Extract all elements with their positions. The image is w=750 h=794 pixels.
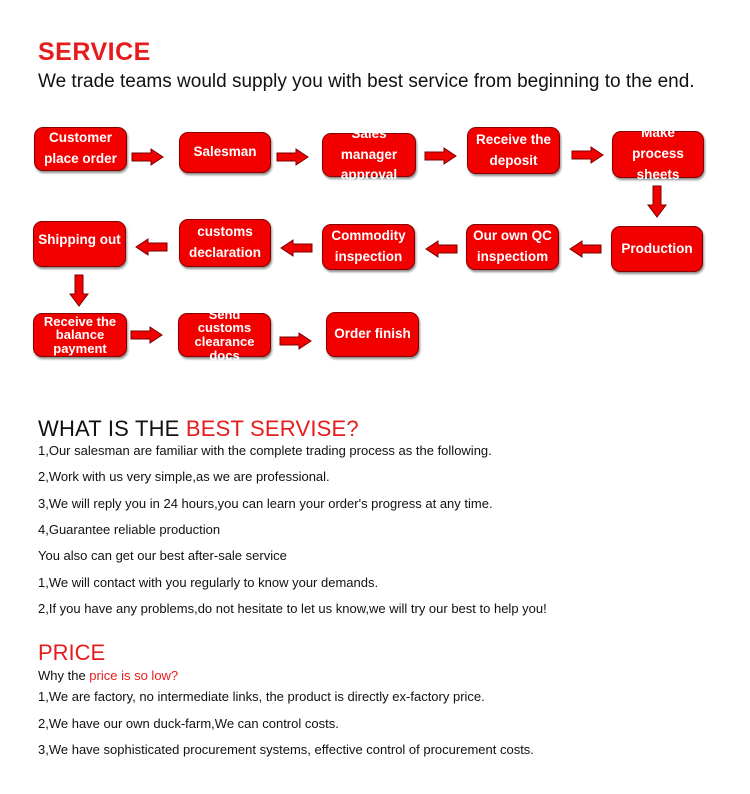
- arrow-left-icon: [569, 240, 602, 258]
- step-order-finish: Order finish: [326, 312, 419, 357]
- step-sales-manager-approval: Sales manager approval: [322, 126, 416, 182]
- arrow-right-icon: [424, 147, 457, 165]
- price-why-prefix: Why the: [38, 668, 90, 683]
- arrow-right-icon: [279, 332, 312, 350]
- arrow-left-icon: [280, 239, 313, 257]
- step-commodity-inspection: Commodity inspection: [322, 224, 415, 270]
- best-line-7: 2,If you have any problems,do not hesita…: [38, 601, 547, 616]
- service-subtitle: We trade teams would supply you with bes…: [38, 71, 695, 92]
- best-line-6: 1,We will contact with you regularly to …: [38, 575, 379, 590]
- price-line-2: 2,We have our own duck-farm,We can contr…: [38, 716, 339, 731]
- step-own-qc-inspection: Our own QC inspectiom: [466, 224, 559, 270]
- service-title: SERVICE: [38, 38, 151, 66]
- price-title: PRICE: [38, 640, 106, 665]
- price-why: Why the price is so low?: [38, 668, 178, 683]
- arrow-right-icon: [130, 326, 163, 344]
- best-line-5: You also can get our best after-sale ser…: [38, 548, 287, 563]
- step-receive-balance-payment: Receive the balance payment: [33, 313, 127, 357]
- best-line-2: 2,Work with us very simple,as we are pro…: [38, 469, 330, 484]
- arrow-down-icon: [647, 185, 667, 218]
- step-shipping-out: Shipping out: [33, 221, 126, 267]
- best-service-heading: WHAT IS THE BEST SERVISE?: [38, 416, 359, 442]
- arrow-left-icon: [425, 240, 458, 258]
- step-production: Production: [611, 226, 703, 272]
- arrow-left-icon: [135, 238, 168, 256]
- best-line-4: 4,Guarantee reliable production: [38, 522, 221, 537]
- best-heading-red: BEST SERVISE?: [185, 416, 359, 441]
- price-why-red: price is so low?: [89, 668, 179, 683]
- arrow-down-icon: [69, 274, 89, 307]
- arrow-right-icon: [571, 146, 604, 164]
- arrow-right-icon: [276, 148, 309, 166]
- step-make-process-sheets: Make process sheets: [612, 125, 704, 182]
- price-line-3: 3,We have sophisticated procurement syst…: [38, 742, 534, 757]
- step-customer-place-order: Customer place order: [34, 127, 127, 171]
- best-line-1: 1,Our salesman are familiar with the com…: [38, 443, 492, 458]
- best-line-3: 3,We will reply you in 24 hours,you can …: [38, 496, 493, 511]
- step-salesman: Salesman: [179, 132, 271, 173]
- price-line-1: 1,We are factory, no intermediate links,…: [38, 689, 485, 704]
- step-send-customs-clearance-docs: Send customs clearance docs: [178, 307, 271, 362]
- best-heading-black: WHAT IS THE: [38, 416, 186, 441]
- step-customs-declaration: customs declaration: [179, 219, 271, 267]
- arrow-right-icon: [131, 148, 164, 166]
- step-receive-deposit: Receive the deposit: [467, 127, 560, 174]
